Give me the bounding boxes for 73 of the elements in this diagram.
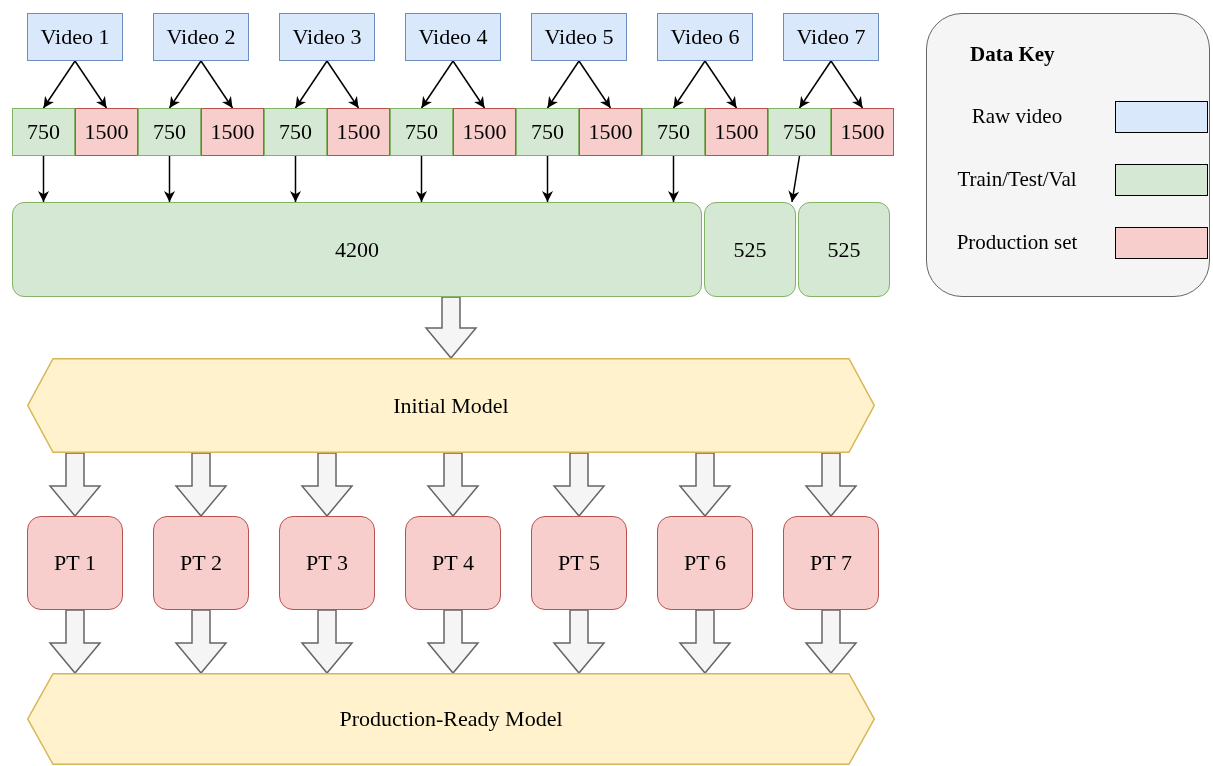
video-box: Video 7 — [783, 13, 879, 61]
arrow — [452, 60, 486, 109]
block-arrow — [424, 296, 478, 360]
data-split-box: 750 — [768, 108, 831, 156]
block-arrow — [174, 452, 228, 518]
arrow — [200, 60, 234, 109]
arrow — [38, 155, 49, 203]
model-hexagon: Initial Model — [27, 358, 875, 453]
model-box: PT 3 — [279, 516, 375, 610]
block-arrow — [552, 609, 606, 675]
block-arrow — [48, 609, 102, 675]
arrow — [42, 60, 76, 109]
dataset-box: 525 — [798, 202, 890, 297]
legend-title: Data Key — [970, 42, 1055, 67]
block-arrow — [174, 609, 228, 675]
arrow — [672, 60, 706, 109]
arrow — [168, 60, 202, 109]
model-box: PT 6 — [657, 516, 753, 610]
data-split-box: 750 — [516, 108, 579, 156]
model-hexagon: Production-Ready Model — [27, 673, 875, 765]
block-arrow — [804, 609, 858, 675]
arrow — [578, 60, 612, 109]
arrow — [74, 60, 108, 109]
block-arrow — [678, 452, 732, 518]
arrow — [668, 155, 679, 203]
legend-label: Train/Test/Val — [956, 167, 1078, 192]
video-box: Video 6 — [657, 13, 753, 61]
legend-label: Raw video — [970, 104, 1064, 129]
arrow — [542, 155, 553, 203]
dataset-box: 4200 — [12, 202, 702, 297]
data-split-box: 1500 — [831, 108, 894, 156]
block-arrow — [48, 452, 102, 518]
dataset-box: 525 — [704, 202, 796, 297]
block-arrow — [300, 452, 354, 518]
data-split-box: 750 — [390, 108, 453, 156]
arrow — [546, 60, 580, 109]
arrow — [416, 155, 427, 203]
video-box: Video 2 — [153, 13, 249, 61]
arrow — [830, 60, 864, 109]
arrow — [290, 155, 301, 203]
model-box: PT 2 — [153, 516, 249, 610]
data-split-box: 750 — [12, 108, 75, 156]
arrow — [326, 60, 360, 109]
block-arrow — [426, 609, 480, 675]
data-split-box: 1500 — [705, 108, 768, 156]
block-arrow — [426, 452, 480, 518]
video-box: Video 5 — [531, 13, 627, 61]
data-split-box: 1500 — [579, 108, 642, 156]
model-box: PT 7 — [783, 516, 879, 610]
block-arrow — [300, 609, 354, 675]
data-split-box: 1500 — [75, 108, 138, 156]
legend-label: Production set — [955, 230, 1079, 255]
arrow — [704, 60, 738, 109]
arrow — [788, 155, 801, 203]
data-split-box: 750 — [264, 108, 327, 156]
data-split-box: 1500 — [327, 108, 390, 156]
block-arrow — [552, 452, 606, 518]
block-arrow — [804, 452, 858, 518]
data-split-box: 750 — [642, 108, 705, 156]
arrow — [294, 60, 328, 109]
data-split-box: 1500 — [201, 108, 264, 156]
arrow — [798, 60, 832, 109]
video-box: Video 4 — [405, 13, 501, 61]
model-box: PT 1 — [27, 516, 123, 610]
arrow — [164, 155, 175, 203]
model-box: PT 4 — [405, 516, 501, 610]
arrow — [420, 60, 454, 109]
data-split-box: 1500 — [453, 108, 516, 156]
block-arrow — [678, 609, 732, 675]
video-box: Video 3 — [279, 13, 375, 61]
video-box: Video 1 — [27, 13, 123, 61]
data-split-box: 750 — [138, 108, 201, 156]
model-box: PT 5 — [531, 516, 627, 610]
